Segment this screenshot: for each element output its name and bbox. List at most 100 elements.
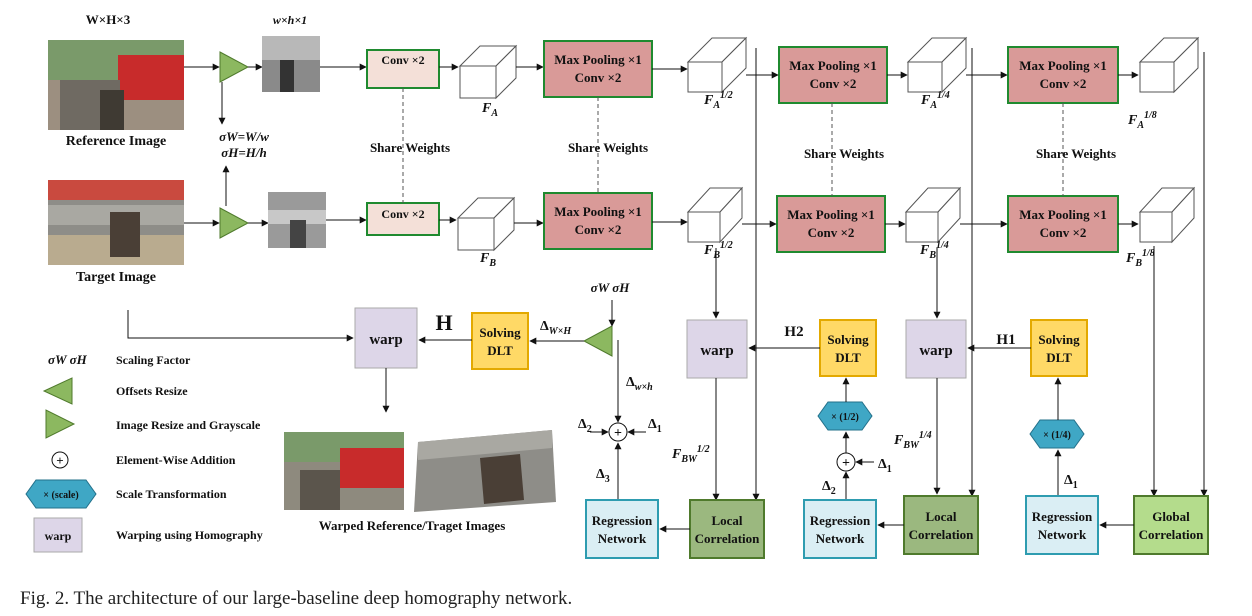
delta3-label: Δ3 — [596, 467, 610, 485]
svg-text:warp: warp — [45, 529, 72, 543]
conv-block-a: Conv ×2 — [366, 49, 440, 89]
scale-hexagon-quarter: × (1/4) — [1029, 419, 1085, 449]
label-fa-half: FA1/2 — [703, 90, 733, 111]
svg-text:× (scale): × (scale) — [43, 490, 78, 501]
svg-text:warp: warp — [369, 332, 402, 348]
svg-text:Max Pooling ×1: Max Pooling ×1 — [1019, 58, 1107, 73]
feature-cube-fa-half — [686, 36, 748, 94]
local-correlation-1: Local Correlation — [689, 499, 765, 559]
legend-scale-transform: Scale Transformation — [116, 487, 227, 501]
regression-network-2: Regression Network — [803, 499, 877, 559]
legend-scale-hexagon: × (scale) — [25, 479, 97, 509]
feature-cube-fb — [456, 196, 516, 252]
reference-image — [48, 40, 184, 130]
delta-wxh-label: Δw×h — [626, 375, 653, 393]
svg-text:Solving: Solving — [1038, 332, 1080, 347]
legend-warp-box: warp — [33, 517, 83, 553]
solving-dlt-2: Solving DLT — [819, 319, 877, 377]
svg-text:Conv ×2: Conv ×2 — [810, 76, 857, 91]
delta2-label-b: Δ2 — [822, 479, 836, 497]
global-correlation: Global Correlation — [1133, 495, 1209, 555]
svg-text:Regression: Regression — [592, 513, 653, 528]
share-weights-3: Share Weights — [804, 146, 884, 161]
label-fb: FB — [479, 251, 496, 269]
svg-text:Max Pooling ×1: Max Pooling ×1 — [554, 52, 642, 67]
svg-text:Conv ×2: Conv ×2 — [575, 222, 622, 237]
offsets-resize-triangle — [582, 325, 613, 357]
sigma-w-eq: σW=W/w — [219, 129, 269, 144]
feature-cube-fb-eighth — [1138, 186, 1196, 244]
target-image — [48, 180, 184, 265]
delta2-label-a: Δ2 — [578, 417, 592, 435]
ref-dims-label: W×H×3 — [86, 12, 131, 27]
conv-block-b: Conv ×2 — [366, 202, 440, 236]
svg-text:Network: Network — [1038, 527, 1087, 542]
svg-text:Conv ×2: Conv ×2 — [808, 225, 855, 240]
warped-reference-image — [284, 432, 404, 510]
delta-WxH-label: ΔW×H — [540, 319, 572, 337]
h1-label: H1 — [996, 332, 1015, 348]
legend-resize-triangle — [45, 409, 76, 439]
svg-text:Conv ×2: Conv ×2 — [381, 53, 424, 67]
delta1-label-a: Δ1 — [648, 417, 662, 435]
svg-text:Max Pooling ×1: Max Pooling ×1 — [554, 204, 642, 219]
feature-cube-fa-eighth — [1138, 36, 1200, 94]
legend-offsets-resize: Offsets Resize — [116, 384, 188, 398]
svg-text:+: + — [842, 456, 850, 471]
svg-text:Conv ×2: Conv ×2 — [381, 207, 424, 221]
svg-text:× (1/2): × (1/2) — [831, 412, 859, 423]
label-fa-quarter: FA1/4 — [920, 90, 950, 111]
svg-text:Conv ×2: Conv ×2 — [1040, 76, 1087, 91]
label-fb-half: FB1/2 — [703, 240, 733, 261]
pool-block-a2: Max Pooling ×1 Conv ×2 — [778, 46, 888, 104]
pool-block-a1: Max Pooling ×1 Conv ×2 — [543, 40, 653, 98]
figure-caption: Fig. 2. The architecture of our large-ba… — [20, 588, 572, 609]
regression-network-3: Regression Network — [1025, 495, 1099, 555]
h2-label: H2 — [784, 324, 803, 340]
svg-text:Regression: Regression — [1032, 509, 1093, 524]
h-label: H — [435, 310, 452, 335]
svg-text:Max Pooling ×1: Max Pooling ×1 — [789, 58, 877, 73]
delta1-label-c: Δ1 — [1064, 473, 1078, 491]
grayscale-ref-image — [262, 36, 320, 92]
warp-box-3: warp — [905, 319, 967, 379]
share-weights-4: Share Weights — [1036, 146, 1116, 161]
svg-text:Local: Local — [711, 513, 742, 528]
svg-text:Conv ×2: Conv ×2 — [1040, 225, 1087, 240]
svg-text:DLT: DLT — [1046, 350, 1072, 365]
label-fbw-half: FBW1/2 — [671, 444, 710, 465]
grayscale-target-image — [268, 192, 326, 248]
svg-text:Conv ×2: Conv ×2 — [575, 70, 622, 85]
target-image-label: Target Image — [76, 270, 156, 285]
svg-text:Local: Local — [925, 509, 956, 524]
label-fbw-quarter: FBW1/4 — [893, 430, 932, 451]
pool-block-b1: Max Pooling ×1 Conv ×2 — [543, 192, 653, 250]
feature-cube-fa-quarter — [906, 36, 968, 94]
scale-hexagon-half: × (1/2) — [817, 401, 873, 431]
solving-dlt-1: Solving DLT — [471, 312, 529, 370]
sigma-h-eq: σH=H/h — [221, 145, 266, 160]
pool-block-b3: Max Pooling ×1 Conv ×2 — [1007, 195, 1119, 253]
warp-box-2: warp — [686, 319, 748, 379]
pool-block-a3: Max Pooling ×1 Conv ×2 — [1007, 46, 1119, 104]
label-fb-quarter: FB1/4 — [919, 240, 949, 261]
svg-text:× (1/4): × (1/4) — [1043, 430, 1071, 441]
legend-scaling-factor: Scaling Factor — [116, 353, 191, 367]
warped-caption: Warped Reference/Traget Images — [319, 518, 506, 533]
svg-text:Max Pooling ×1: Max Pooling ×1 — [787, 207, 875, 222]
label-fb-eighth: FB1/8 — [1125, 248, 1155, 269]
svg-text:+: + — [614, 426, 622, 441]
pool-block-b2: Max Pooling ×1 Conv ×2 — [776, 195, 886, 253]
solving-dlt-3: Solving DLT — [1030, 319, 1088, 377]
svg-text:warp: warp — [919, 343, 952, 359]
svg-text:Correlation: Correlation — [1139, 527, 1205, 542]
legend-offsets-triangle — [42, 377, 73, 405]
svg-text:Correlation: Correlation — [695, 531, 761, 546]
share-weights-2: Share Weights — [568, 140, 648, 155]
svg-text:Global: Global — [1152, 509, 1190, 524]
svg-text:Network: Network — [816, 531, 865, 546]
feature-cube-fb-half — [686, 186, 744, 244]
delta1-label-b: Δ1 — [878, 457, 892, 475]
resize-triangle-ref — [219, 51, 250, 83]
